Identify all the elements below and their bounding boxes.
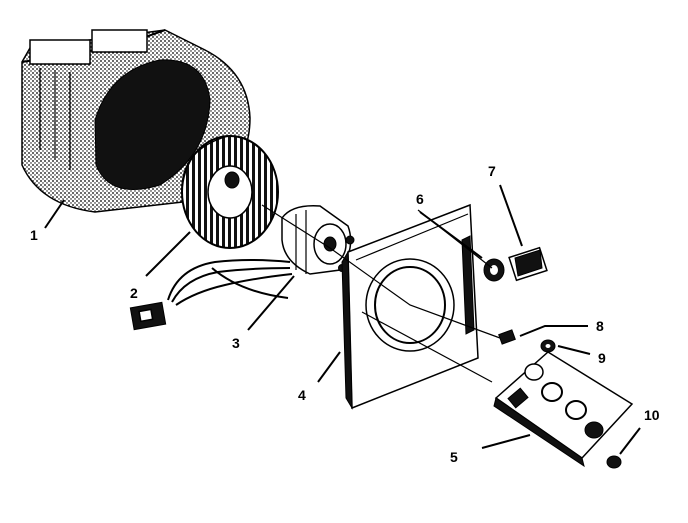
callout-9: 9 [598,350,606,366]
callout-4: 4 [298,387,306,403]
nut [540,339,556,353]
callout-2: 2 [130,285,138,301]
control-panel [493,351,634,468]
blower-wheel [181,135,279,249]
callout-7: 7 [488,163,496,179]
screw [606,455,622,469]
fastener [498,329,516,345]
callout-1: 1 [30,227,38,243]
callout-3: 3 [232,335,240,351]
callout-10: 10 [644,407,660,423]
wiring-harness [129,259,293,331]
mounting-plate [341,203,479,410]
receptacle [508,246,548,282]
callout-5: 5 [450,449,458,465]
callout-6: 6 [416,191,424,207]
callout-8: 8 [596,318,604,334]
switch-knob [483,258,505,282]
leader-lines [44,184,641,455]
blower-housing [21,29,251,213]
